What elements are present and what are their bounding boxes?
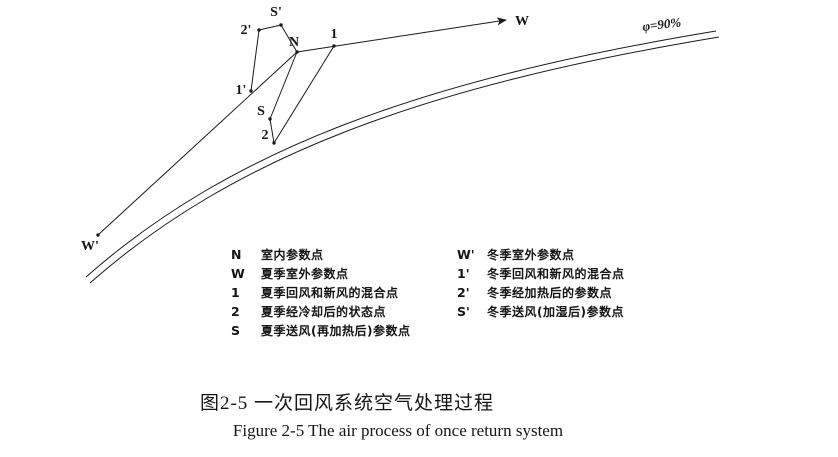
state-point-label-2': 2' <box>241 23 252 38</box>
state-point-label-W': W' <box>81 239 99 254</box>
state-point-label-1': 1' <box>236 83 247 98</box>
state-point-N <box>295 50 299 54</box>
process-line-5 <box>269 51 298 120</box>
state-point-S' <box>279 23 283 27</box>
state-point-2' <box>257 28 261 32</box>
process-line-1 <box>97 51 298 236</box>
legend-item-2p: 2' 冬季经加热后的参数点 <box>457 284 625 303</box>
caption-chinese: 图2-5 一次回风系统空气处理过程 <box>199 393 495 414</box>
legend-item-Sp: S' 冬季送风(加湿后)参数点 <box>457 303 625 322</box>
legend-label-1p: 冬季回风和新风的混合点 <box>487 267 625 281</box>
legend-item-1p: 1' 冬季回风和新风的混合点 <box>457 265 625 284</box>
legend-symbol-2: 2 <box>231 304 240 319</box>
legend-item-N: N 室内参数点 <box>231 246 410 265</box>
legend-label-N: 室内参数点 <box>261 248 324 262</box>
legend-item-W: W 夏季室外参数点 <box>231 265 410 284</box>
legend-label-2p: 冬季经加热后的参数点 <box>487 286 613 300</box>
legend-symbol-N: N <box>231 247 242 262</box>
state-point-label-N: N <box>289 35 299 50</box>
legend-symbol-Wp: W' <box>457 247 475 262</box>
state-point-2 <box>272 141 276 145</box>
state-point-1' <box>249 89 253 93</box>
legend-symbol-Sp: S' <box>457 304 470 319</box>
legend-symbol-2p: 2' <box>457 285 470 300</box>
legend-item-S: S 夏季送风(再加热后)参数点 <box>231 322 410 341</box>
saturation-curve-1 <box>85 30 717 278</box>
process-line-6 <box>250 29 260 92</box>
legend-label-Wp: 冬季室外参数点 <box>487 248 575 262</box>
legend-label-Sp: 冬季送风(加湿后)参数点 <box>487 305 624 319</box>
legend-label-S: 夏季送风(再加热后)参数点 <box>261 324 411 338</box>
legend-item-1: 1 夏季回风和新风的混合点 <box>231 284 410 303</box>
process-line-3 <box>273 45 335 144</box>
state-point-S <box>268 117 272 121</box>
legend-item-2: 2 夏季经冷却后的状态点 <box>231 303 410 322</box>
state-point-label-W: W <box>515 14 529 29</box>
legend-item-Wp: W' 冬季室外参数点 <box>457 246 625 265</box>
state-point-W' <box>96 233 100 237</box>
legend-symbol-S: S <box>231 323 241 338</box>
legend-symbol-1p: 1' <box>457 266 470 281</box>
legend-label-2: 夏季经冷却后的状态点 <box>261 305 387 319</box>
legend-symbol-1: 1 <box>231 285 240 300</box>
process-line-2 <box>296 17 507 53</box>
legend-winter-column: W' 冬季室外参数点 1' 冬季回风和新风的混合点 2' 冬季经加热后的参数点 … <box>457 246 625 322</box>
state-point-1 <box>332 44 336 48</box>
state-point-label-1: 1 <box>331 27 338 42</box>
saturation-curve-2 <box>89 36 720 284</box>
process-line-4 <box>269 118 275 144</box>
legend-symbol-W: W <box>231 266 245 281</box>
caption-english: Figure 2-5 The air process of once retur… <box>232 421 564 440</box>
state-point-label-S': S' <box>270 5 282 20</box>
legend-summer-column: N 室内参数点 W 夏季室外参数点 1 夏季回风和新风的混合点 2 夏季经冷却后… <box>231 246 410 341</box>
process-line-8 <box>280 24 298 53</box>
state-point-label-S: S <box>257 104 265 119</box>
relative-humidity-label: φ=90% <box>642 14 683 34</box>
legend-label-W: 夏季室外参数点 <box>261 267 349 281</box>
state-point-label-2: 2 <box>262 128 269 143</box>
process-line-7 <box>258 24 282 31</box>
legend-label-1: 夏季回风和新风的混合点 <box>261 286 399 300</box>
